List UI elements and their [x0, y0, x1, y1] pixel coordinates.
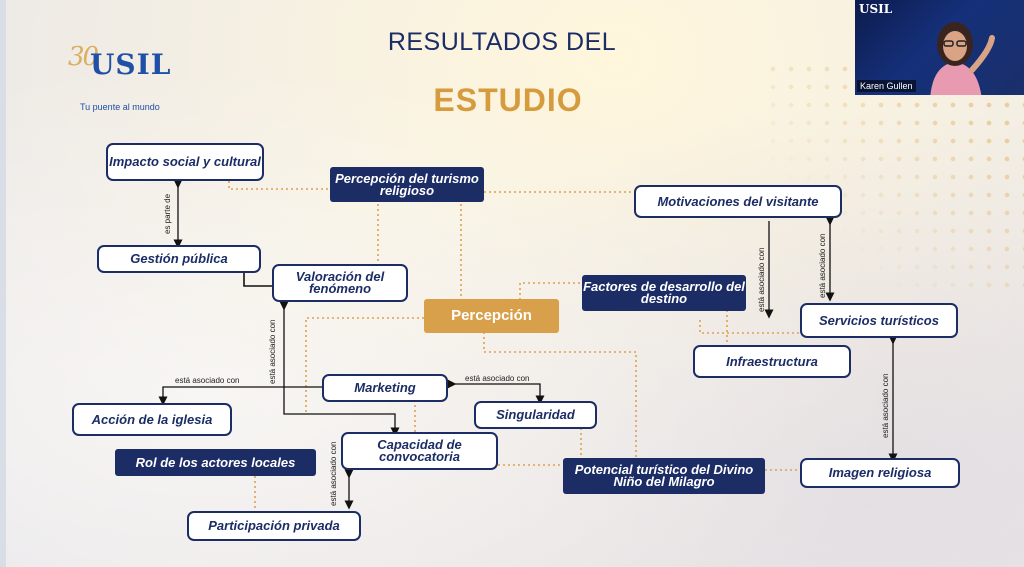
node-gestion-publica: Gestión pública [97, 245, 261, 273]
node-impacto-social: Impacto social y cultural [106, 143, 264, 181]
edge-label-asociado-participacion: está asociado con [329, 441, 338, 507]
node-marketing: Marketing [322, 374, 448, 402]
node-infraestructura: Infraestructura [693, 345, 851, 378]
edge-label-asociado-infraestructura: está asociado con [757, 247, 766, 313]
logo-anniversary-number: 30 [68, 42, 99, 72]
node-percepcion-turismo: Percepción del turismo religioso [330, 167, 484, 202]
node-participacion-privada: Participación privada [187, 511, 361, 541]
edge-label-asociado-accion: está asociado con [175, 376, 240, 385]
usil-logo: 30 USIL Tu puente al mundo [68, 40, 178, 116]
participant-name: Karen Gullen [857, 80, 916, 92]
participant-video-tile[interactable]: USIL Karen Gullen [855, 0, 1024, 95]
edge-label-asociado-singularidad: está asociado con [465, 374, 530, 383]
edge-label-asociado-servicios: está asociado con [818, 233, 827, 299]
logo-brand: USIL [90, 48, 172, 81]
video-logo: USIL [859, 2, 893, 16]
edge-label-asociado-valoracion: está asociado con [268, 319, 277, 385]
edge-label-es-parte-de: es parte de [163, 193, 172, 234]
slide-title-line1: RESULTADOS DEL [387, 28, 617, 56]
node-servicios-turisticos: Servicios turísticos [800, 303, 958, 338]
node-capacidad-convocatoria: Capacidad de convocatoria [341, 432, 498, 470]
node-factores-desarrollo: Factores de desarrollo del destino [582, 275, 746, 311]
node-valoracion-fenomeno: Valoración del fenómeno [272, 264, 408, 302]
node-rol-actores-locales: Rol de los actores locales [115, 449, 316, 476]
node-percepcion: Percepción [424, 299, 559, 333]
edge-label-asociado-imagen: está asociado con [881, 373, 890, 439]
decorative-dot-pattern [764, 60, 1024, 300]
participant-avatar [930, 22, 995, 95]
node-imagen-religiosa: Imagen religiosa [800, 458, 960, 488]
node-accion-iglesia: Acción de la iglesia [72, 403, 232, 436]
left-edge-strip [0, 0, 6, 567]
node-potencial-turistico: Potencial turístico del Divino Niño del … [563, 458, 765, 494]
node-motivaciones-visitante: Motivaciones del visitante [634, 185, 842, 218]
node-singularidad: Singularidad [474, 401, 597, 429]
logo-tagline: Tu puente al mundo [80, 102, 160, 112]
slide-title-line2: ESTUDIO [433, 82, 583, 118]
